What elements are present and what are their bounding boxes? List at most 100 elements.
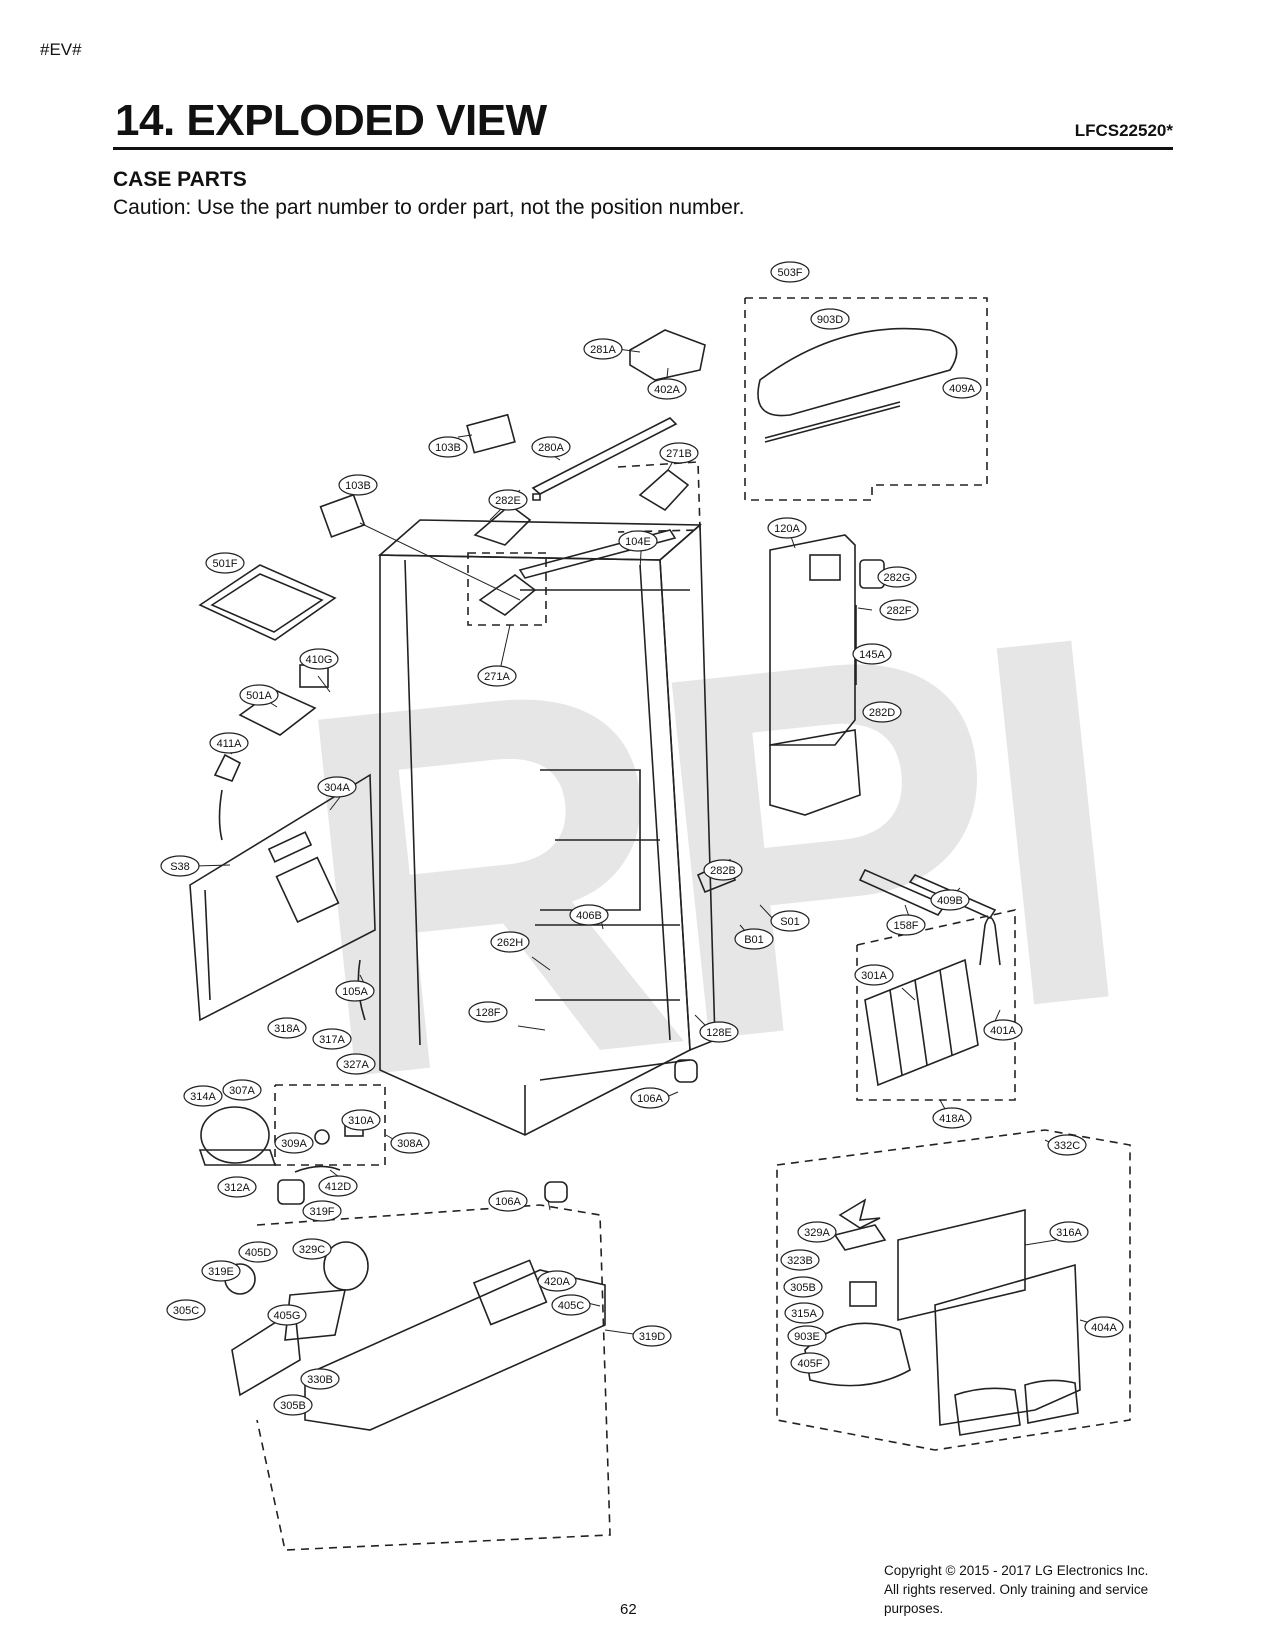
- copyright-line-3: purposes.: [884, 1601, 944, 1616]
- callout-309a: 309A: [274, 1132, 314, 1154]
- callout-103b: 103B: [428, 436, 468, 458]
- callout-282g: 282G: [877, 566, 917, 588]
- copyright-notice: Copyright © 2015 - 2017 LG Electronics I…: [884, 1561, 1214, 1618]
- callout-281a: 281A: [583, 338, 623, 360]
- callout-304a: 304A: [317, 776, 357, 798]
- callout-903d: 903D: [810, 308, 850, 330]
- callout-label: 420A: [544, 1276, 570, 1288]
- callout-401a: 401A: [983, 1019, 1023, 1041]
- callout-label: 106A: [495, 1196, 521, 1208]
- callout-282d: 282D: [862, 701, 902, 723]
- callout-404a: 404A: [1084, 1316, 1124, 1338]
- callout-405c: 405C: [551, 1294, 591, 1316]
- callout-label: S38: [170, 861, 190, 873]
- callout-label: 158F: [893, 920, 918, 932]
- callout-label: 301A: [861, 970, 887, 982]
- callout-158f: 158F: [886, 914, 926, 936]
- callout-405d: 405D: [238, 1241, 278, 1263]
- callout-label: 903D: [817, 314, 843, 326]
- callout-label: 282B: [710, 865, 736, 877]
- callout-409b: 409B: [930, 889, 970, 911]
- callout-323b: 323B: [780, 1249, 820, 1271]
- document-tag: #EV#: [40, 40, 82, 59]
- compressor-drawing: [198, 1106, 277, 1166]
- callout-label: 409A: [949, 383, 975, 395]
- callout-501a: 501A: [239, 684, 279, 706]
- callout-301a: 301A: [854, 964, 894, 986]
- callout-319f: 319F: [302, 1200, 342, 1222]
- callout-label: 329C: [299, 1244, 325, 1256]
- callout-409a: 409A: [942, 377, 982, 399]
- callout-label: 315A: [791, 1308, 817, 1320]
- callout-106a: 106A: [488, 1190, 528, 1212]
- callout-315a: 315A: [784, 1302, 824, 1324]
- model-number: LFCS22520*: [1074, 121, 1173, 140]
- callout-label: 319E: [208, 1266, 234, 1278]
- tray-drawing: [198, 564, 337, 641]
- callout-412d: 412D: [318, 1175, 358, 1197]
- callout-label: 305B: [280, 1400, 306, 1412]
- callout-label: 282D: [869, 707, 895, 719]
- callout-318a: 318A: [267, 1017, 307, 1039]
- callout-305c: 305C: [166, 1299, 206, 1321]
- evaporator-drawing: [864, 958, 979, 1087]
- callout-503f: 503F: [770, 261, 810, 283]
- callout-103b: 103B: [338, 474, 378, 496]
- callout-label: 411A: [217, 738, 243, 750]
- callout-332c: 332C: [1047, 1134, 1087, 1156]
- callout-label: 305C: [173, 1305, 199, 1317]
- ice-duct-drawing: [769, 534, 861, 816]
- callout-411a: 411A: [209, 732, 249, 754]
- callout-label: 145A: [859, 649, 885, 661]
- callout-106a: 106A: [630, 1087, 670, 1109]
- callout-282b: 282B: [703, 859, 743, 881]
- callout-label: 314A: [190, 1091, 216, 1103]
- callout-label: 405G: [274, 1310, 301, 1322]
- callout-label: 282G: [884, 572, 911, 584]
- callout-label: 412D: [325, 1181, 351, 1193]
- callout-label: 280A: [538, 442, 564, 454]
- callout-420a: 420A: [537, 1270, 577, 1292]
- callout-label: 262H: [497, 937, 523, 949]
- callout-329c: 329C: [292, 1238, 332, 1260]
- callout-label: B01: [744, 934, 764, 946]
- callout-271a: 271A: [477, 665, 517, 687]
- callout-319d: 319D: [632, 1325, 672, 1347]
- page-number: 62: [620, 1601, 637, 1618]
- callout-label: 312A: [224, 1182, 250, 1194]
- copyright-line-2: All rights reserved. Only training and s…: [884, 1582, 1149, 1597]
- callout-label: S01: [780, 916, 800, 928]
- callout-405g: 405G: [267, 1304, 307, 1326]
- callout-319e: 319E: [201, 1260, 241, 1282]
- callout-label: 327A: [343, 1059, 369, 1071]
- callout-label: 308A: [397, 1138, 423, 1150]
- callout-label: 128E: [706, 1027, 732, 1039]
- callout-label: 418A: [939, 1113, 965, 1125]
- callout-label: 309A: [281, 1138, 307, 1150]
- callout-405f: 405F: [790, 1352, 830, 1374]
- dispenser-frame-drawing: [897, 1208, 1081, 1436]
- callout-262h: 262H: [490, 931, 530, 953]
- callout-label: 501A: [246, 690, 272, 702]
- section-heading: CASE PARTS: [113, 168, 247, 191]
- callout-120a: 120A: [767, 517, 807, 539]
- back-cover-drawing: [189, 773, 376, 1022]
- callout-410g: 410G: [299, 648, 339, 670]
- callout-label: 404A: [1091, 1322, 1117, 1334]
- callout-310a: 310A: [341, 1109, 381, 1131]
- callout-label: 332C: [1054, 1140, 1080, 1152]
- callout-label: 305B: [790, 1282, 816, 1294]
- callout-label: 401A: [990, 1025, 1016, 1037]
- callout-label: 319F: [309, 1206, 334, 1218]
- callout-label: 405D: [245, 1247, 271, 1259]
- callout-label: 271A: [484, 671, 510, 683]
- callout-903e: 903E: [787, 1325, 827, 1347]
- callout-s38: S38: [160, 855, 200, 877]
- callout-label: 317A: [319, 1034, 345, 1046]
- callout-label: 329A: [804, 1227, 830, 1239]
- callout-305b: 305B: [273, 1394, 313, 1416]
- callout-329a: 329A: [797, 1221, 837, 1243]
- callout-406b: 406B: [569, 904, 609, 926]
- callout-105a: 105A: [335, 980, 375, 1002]
- callout-label: 503F: [777, 267, 802, 279]
